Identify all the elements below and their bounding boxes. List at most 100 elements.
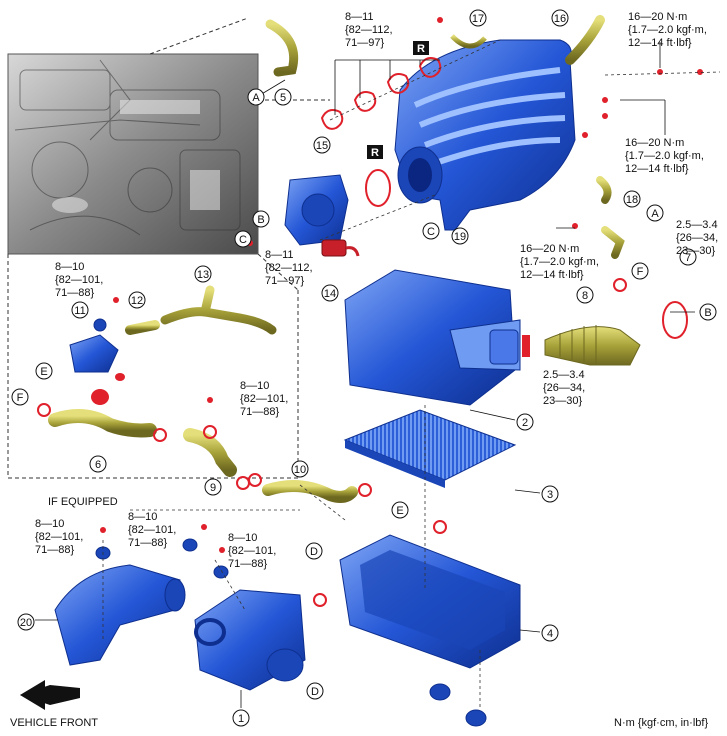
connector-a-right: A [646, 204, 664, 222]
svg-text:71—88}: 71—88} [55, 287, 94, 299]
callout-7: 7 [679, 248, 697, 266]
if-equipped-label: IF EQUIPPED [48, 496, 118, 508]
svg-text:{1.7—2.0 kgf·m,: {1.7—2.0 kgf·m, [520, 256, 599, 268]
svg-text:{82—112,: {82—112, [345, 24, 393, 36]
resonator-duct-20 [54, 564, 186, 666]
torque-t1: 8—11 {82—112, 71—97} [345, 11, 393, 49]
svg-text:16—20 N·m: 16—20 N·m [625, 137, 684, 149]
svg-text:R: R [371, 147, 379, 159]
clamp-duct-left [522, 335, 530, 357]
callout-5: 5 [274, 88, 292, 106]
svg-text:1: 1 [238, 713, 244, 725]
svg-text:8—11: 8—11 [265, 249, 294, 261]
hose-5 [265, 19, 299, 77]
hose-9 [183, 428, 237, 477]
svg-text:10: 10 [294, 464, 306, 476]
air-cleaner-cover [344, 269, 521, 406]
svg-text:{1.7—2.0 kgf·m,: {1.7—2.0 kgf·m, [628, 24, 707, 36]
svg-text:2.5—3.4: 2.5—3.4 [676, 219, 718, 231]
torque-t12: 8—10 {82—101, 71—88} [228, 532, 276, 570]
hose-13 [160, 285, 277, 335]
svg-text:8: 8 [582, 290, 588, 302]
svg-text:19: 19 [454, 231, 466, 243]
svg-text:14: 14 [324, 288, 336, 300]
torque-t5: 2.5—3.4 {26—34, 23—30} [676, 219, 718, 257]
svg-text:{26—34,: {26—34, [543, 382, 585, 394]
svg-text:2: 2 [522, 417, 528, 429]
replace-badge-top: R [413, 41, 429, 55]
grommets [95, 538, 487, 727]
replace-badge-gasket: R [367, 145, 383, 159]
torque-t9: 8—10 {82—101, 71—88} [240, 380, 288, 418]
svg-text:{26—34,: {26—34, [676, 232, 718, 244]
svg-text:A: A [651, 208, 659, 220]
svg-text:12—14 ft·lbf}: 12—14 ft·lbf} [625, 163, 689, 175]
svg-text:11: 11 [74, 305, 85, 317]
callout-14: 14 [321, 284, 339, 302]
callout-19: 19 [451, 227, 469, 245]
svg-text:8—10: 8—10 [228, 532, 257, 544]
svg-text:16: 16 [554, 13, 566, 25]
callout-15: 15 [313, 136, 331, 154]
svg-text:A: A [252, 92, 260, 104]
connector-f-right: F [631, 262, 649, 280]
air-duct-8 [544, 325, 641, 366]
svg-text:{82—101,: {82—101, [55, 274, 103, 286]
svg-text:17: 17 [472, 13, 484, 25]
svg-text:3: 3 [547, 489, 553, 501]
svg-text:71—88}: 71—88} [35, 544, 74, 556]
assembly-lines [102, 39, 721, 710]
connector-f-left: F [11, 388, 29, 406]
callout-layer: 1 2 3 4 5 6 7 8 9 10 11 12 13 14 15 16 1… [17, 9, 697, 727]
svg-text:E: E [396, 505, 403, 517]
torque-t6: 2.5—3.4 {26—34, 23—30} [543, 369, 585, 407]
svg-text:8—10: 8—10 [128, 511, 157, 523]
svg-text:F: F [17, 392, 24, 404]
svg-text:E: E [40, 366, 47, 378]
svg-text:{82—101,: {82—101, [240, 393, 288, 405]
torque-t11: 8—10 {82—101, 71—88} [128, 511, 176, 549]
svg-text:6: 6 [95, 459, 101, 471]
clamp-7 [613, 278, 627, 292]
svg-text:2.5—3.4: 2.5—3.4 [543, 369, 585, 381]
svg-text:B: B [704, 307, 711, 319]
torque-t4: 16—20 N·m {1.7—2.0 kgf·m, 12—14 ft·lbf} [520, 243, 599, 281]
cap-red [91, 389, 109, 405]
clamp-small [115, 373, 125, 381]
callout-11: 11 [71, 301, 89, 319]
callout-1: 1 [232, 709, 250, 727]
svg-text:9: 9 [210, 482, 216, 494]
connector-d-housing: D [306, 682, 324, 700]
hose-17 [450, 34, 487, 49]
connector-e-bottom: E [391, 501, 409, 519]
torque-t7: 8—11 {82—112, 71—97} [265, 249, 313, 287]
hose-18 [596, 176, 612, 204]
svg-text:C: C [239, 234, 247, 246]
svg-text:{82—101,: {82—101, [228, 545, 276, 557]
svg-text:{82—112,: {82—112, [265, 262, 313, 274]
callout-12: 12 [128, 291, 146, 309]
svg-text:{82—101,: {82—101, [128, 524, 176, 536]
svg-text:71—88}: 71—88} [240, 406, 279, 418]
callout-6: 6 [89, 455, 107, 473]
svg-text:18: 18 [626, 194, 638, 206]
hose-16 [565, 15, 605, 65]
callout-17: 17 [469, 9, 487, 27]
manifold-gaskets [320, 57, 442, 207]
svg-text:16—20 N·m: 16—20 N·m [520, 243, 579, 255]
svg-text:{82—101,: {82—101, [35, 531, 83, 543]
svg-text:7: 7 [685, 252, 691, 264]
hose-12 [125, 320, 160, 335]
valve-11 [69, 318, 119, 373]
svg-text:R: R [417, 43, 425, 55]
svg-text:23—30}: 23—30} [543, 395, 582, 407]
svg-text:C: C [427, 226, 435, 238]
hose-7 [601, 226, 625, 259]
hose-6 [48, 409, 157, 438]
connector-b-left: B [252, 210, 270, 228]
svg-text:15: 15 [316, 140, 328, 152]
inset-leader-lines [7, 17, 330, 479]
bolts [100, 17, 703, 553]
svg-text:8—10: 8—10 [35, 518, 64, 530]
callout-8: 8 [576, 286, 594, 304]
